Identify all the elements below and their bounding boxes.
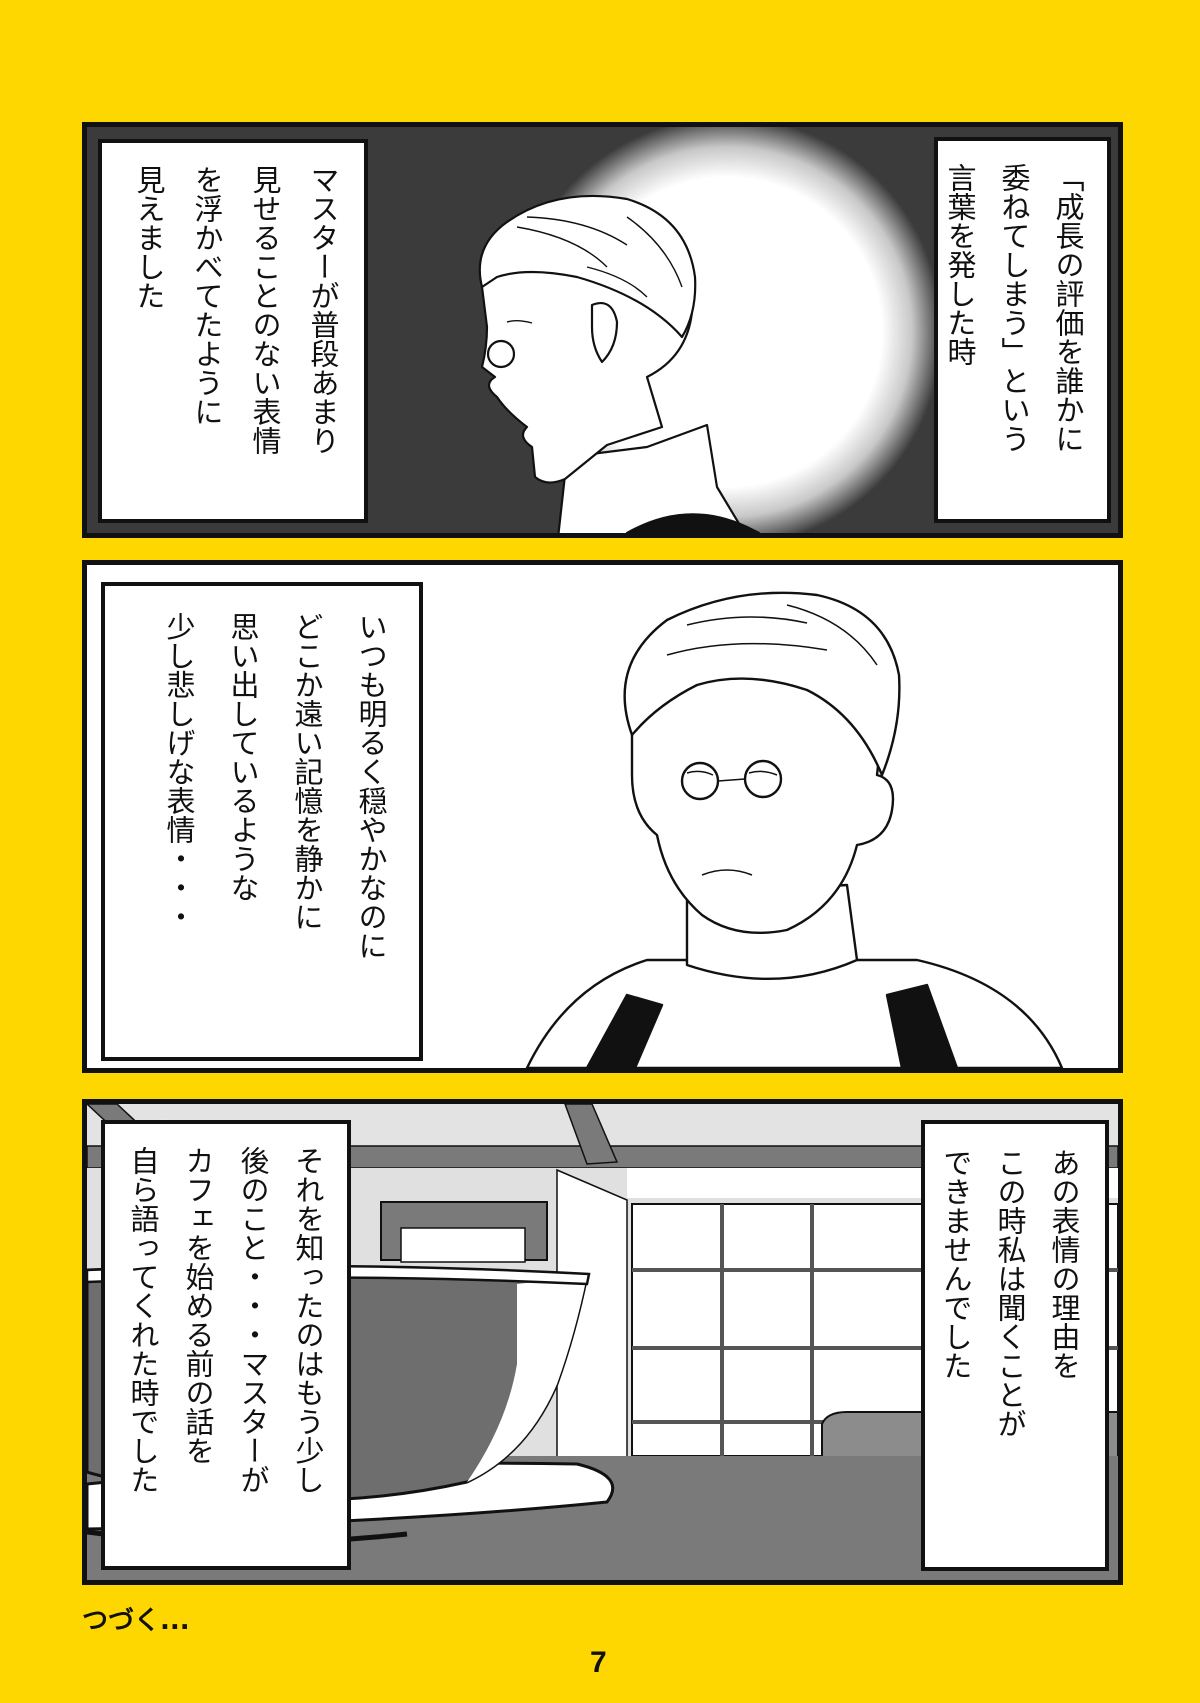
panel-1: 「成長の評価を誰かに 委ねてしまう」という 言葉を発した時 マスターが普段あまり… (82, 122, 1123, 538)
panel-3: あの表情の理由を この時私は聞くことが できませんでした それを知ったのはもう少… (82, 1099, 1123, 1585)
caption-line: それを知ったのはもう少し (291, 1146, 325, 1494)
caption-box-left: マスターが普段あまり 見せることのない表情 を浮かべてたように 見えました (98, 139, 368, 523)
caption-line: を浮かべてたように (190, 165, 224, 426)
caption-line: 見えました (132, 165, 166, 310)
caption-line: いつも明るく穏やかなのに (354, 612, 388, 960)
caption-line: マスターが普段あまり (306, 165, 340, 455)
caption-box-left: それを知ったのはもう少し 後のこと・・・マスターが カフェを始める前の話を 自ら… (101, 1120, 351, 1570)
caption-line: この時私は聞くことが (993, 1148, 1027, 1438)
caption-line: 少し悲しげな表情・・・ (162, 612, 196, 931)
caption-box: いつも明るく穏やかなのに どこか遠い記憶を静かに 思い出しているような 少し悲し… (101, 582, 423, 1061)
caption-line: 「成長の評価を誰かに (1051, 163, 1085, 453)
caption-line: 言葉を発した時 (943, 163, 977, 366)
caption-box-right: 「成長の評価を誰かに 委ねてしまう」という 言葉を発した時 (934, 137, 1111, 523)
caption-line: カフェを始める前の話を (181, 1146, 215, 1465)
caption-box-right: あの表情の理由を この時私は聞くことが できませんでした (921, 1120, 1109, 1571)
panel-2: いつも明るく穏やかなのに どこか遠い記憶を静かに 思い出しているような 少し悲し… (82, 560, 1123, 1073)
caption-line: 自ら語ってくれた時でした (126, 1146, 160, 1494)
master-profile-illustration (478, 194, 761, 533)
to-be-continued-label: つづく... (82, 1606, 190, 1636)
caption-line: 委ねてしまう」という (997, 163, 1031, 453)
caption-line: どこか遠い記憶を静かに (290, 612, 324, 931)
master-front-illustration (525, 591, 1064, 1068)
page-number: 7 (590, 1646, 607, 1679)
caption-line: あの表情の理由を (1047, 1148, 1081, 1380)
caption-line: 見せることのない表情 (248, 165, 282, 455)
caption-line: 思い出しているような (226, 612, 260, 902)
caption-line: できませんでした (939, 1148, 973, 1380)
caption-line: 後のこと・・・マスターが (236, 1146, 270, 1494)
